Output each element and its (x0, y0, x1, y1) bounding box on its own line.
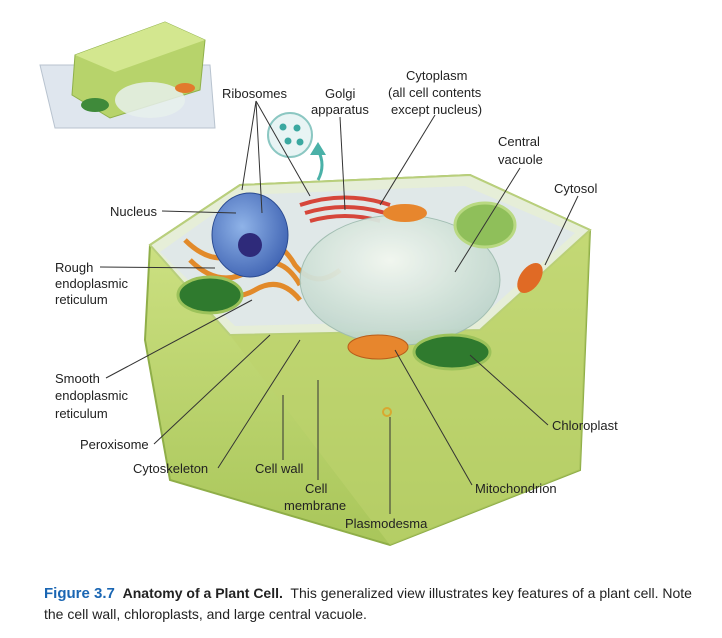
label-central-vacuole-2: vacuole (498, 152, 543, 167)
label-plasmodesma: Plasmodesma (345, 516, 428, 531)
label-golgi-2: apparatus (311, 102, 369, 117)
label-rough-er-2: endoplasmic (55, 276, 128, 291)
mitochondrion-icon (347, 204, 543, 360)
label-smooth-er-2: endoplasmic (55, 388, 128, 403)
chloroplast-icon (176, 201, 517, 371)
ribosome-dots-icon (279, 123, 304, 146)
label-ribosomes: Ribosomes (222, 86, 288, 101)
ribosome-magnified-icon (267, 112, 313, 158)
figure-text: This generalized view illustrates key fe… (44, 585, 692, 622)
label-smooth-er-1: Smooth (55, 371, 100, 386)
label-golgi-1: Golgi (325, 86, 355, 101)
label-rough-er-3: reticulum (55, 292, 108, 307)
leader-lines (99, 100, 579, 514)
figure-title: Anatomy of a Plant Cell. (122, 585, 283, 601)
plasmodesma-icon (382, 407, 392, 417)
thumbnail-cell-icon (39, 21, 216, 129)
label-rough-er-1: Rough (55, 260, 93, 275)
nucleolus-icon (238, 233, 262, 257)
label-cell-wall: Cell wall (255, 461, 304, 476)
label-cytoplasm-3: except nucleus) (391, 102, 482, 117)
plant-cell-diagram: Ribosomes Golgi apparatus Cytoplasm (all… (39, 21, 618, 547)
label-cell-membrane-1: Cell (305, 481, 328, 496)
label-smooth-er-3: reticulum (55, 406, 108, 421)
figure-caption: Figure 3.7 Anatomy of a Plant Cell. This… (44, 583, 714, 625)
figure-number: Figure 3.7 (44, 585, 115, 602)
label-chloroplast: Chloroplast (552, 418, 618, 433)
label-cytosol: Cytosol (554, 181, 597, 196)
arrow-head-icon (310, 142, 326, 155)
label-peroxisome: Peroxisome (80, 437, 149, 452)
label-cytoplasm-1: Cytoplasm (406, 68, 467, 83)
label-central-vacuole-1: Central (498, 134, 540, 149)
label-cell-membrane-2: membrane (284, 498, 346, 513)
label-cytoplasm-2: (all cell contents (388, 85, 482, 100)
label-nucleus: Nucleus (110, 204, 157, 219)
label-cytoskeleton: Cytoskeleton (133, 461, 208, 476)
label-mitochondrion: Mitochondrion (475, 481, 557, 496)
